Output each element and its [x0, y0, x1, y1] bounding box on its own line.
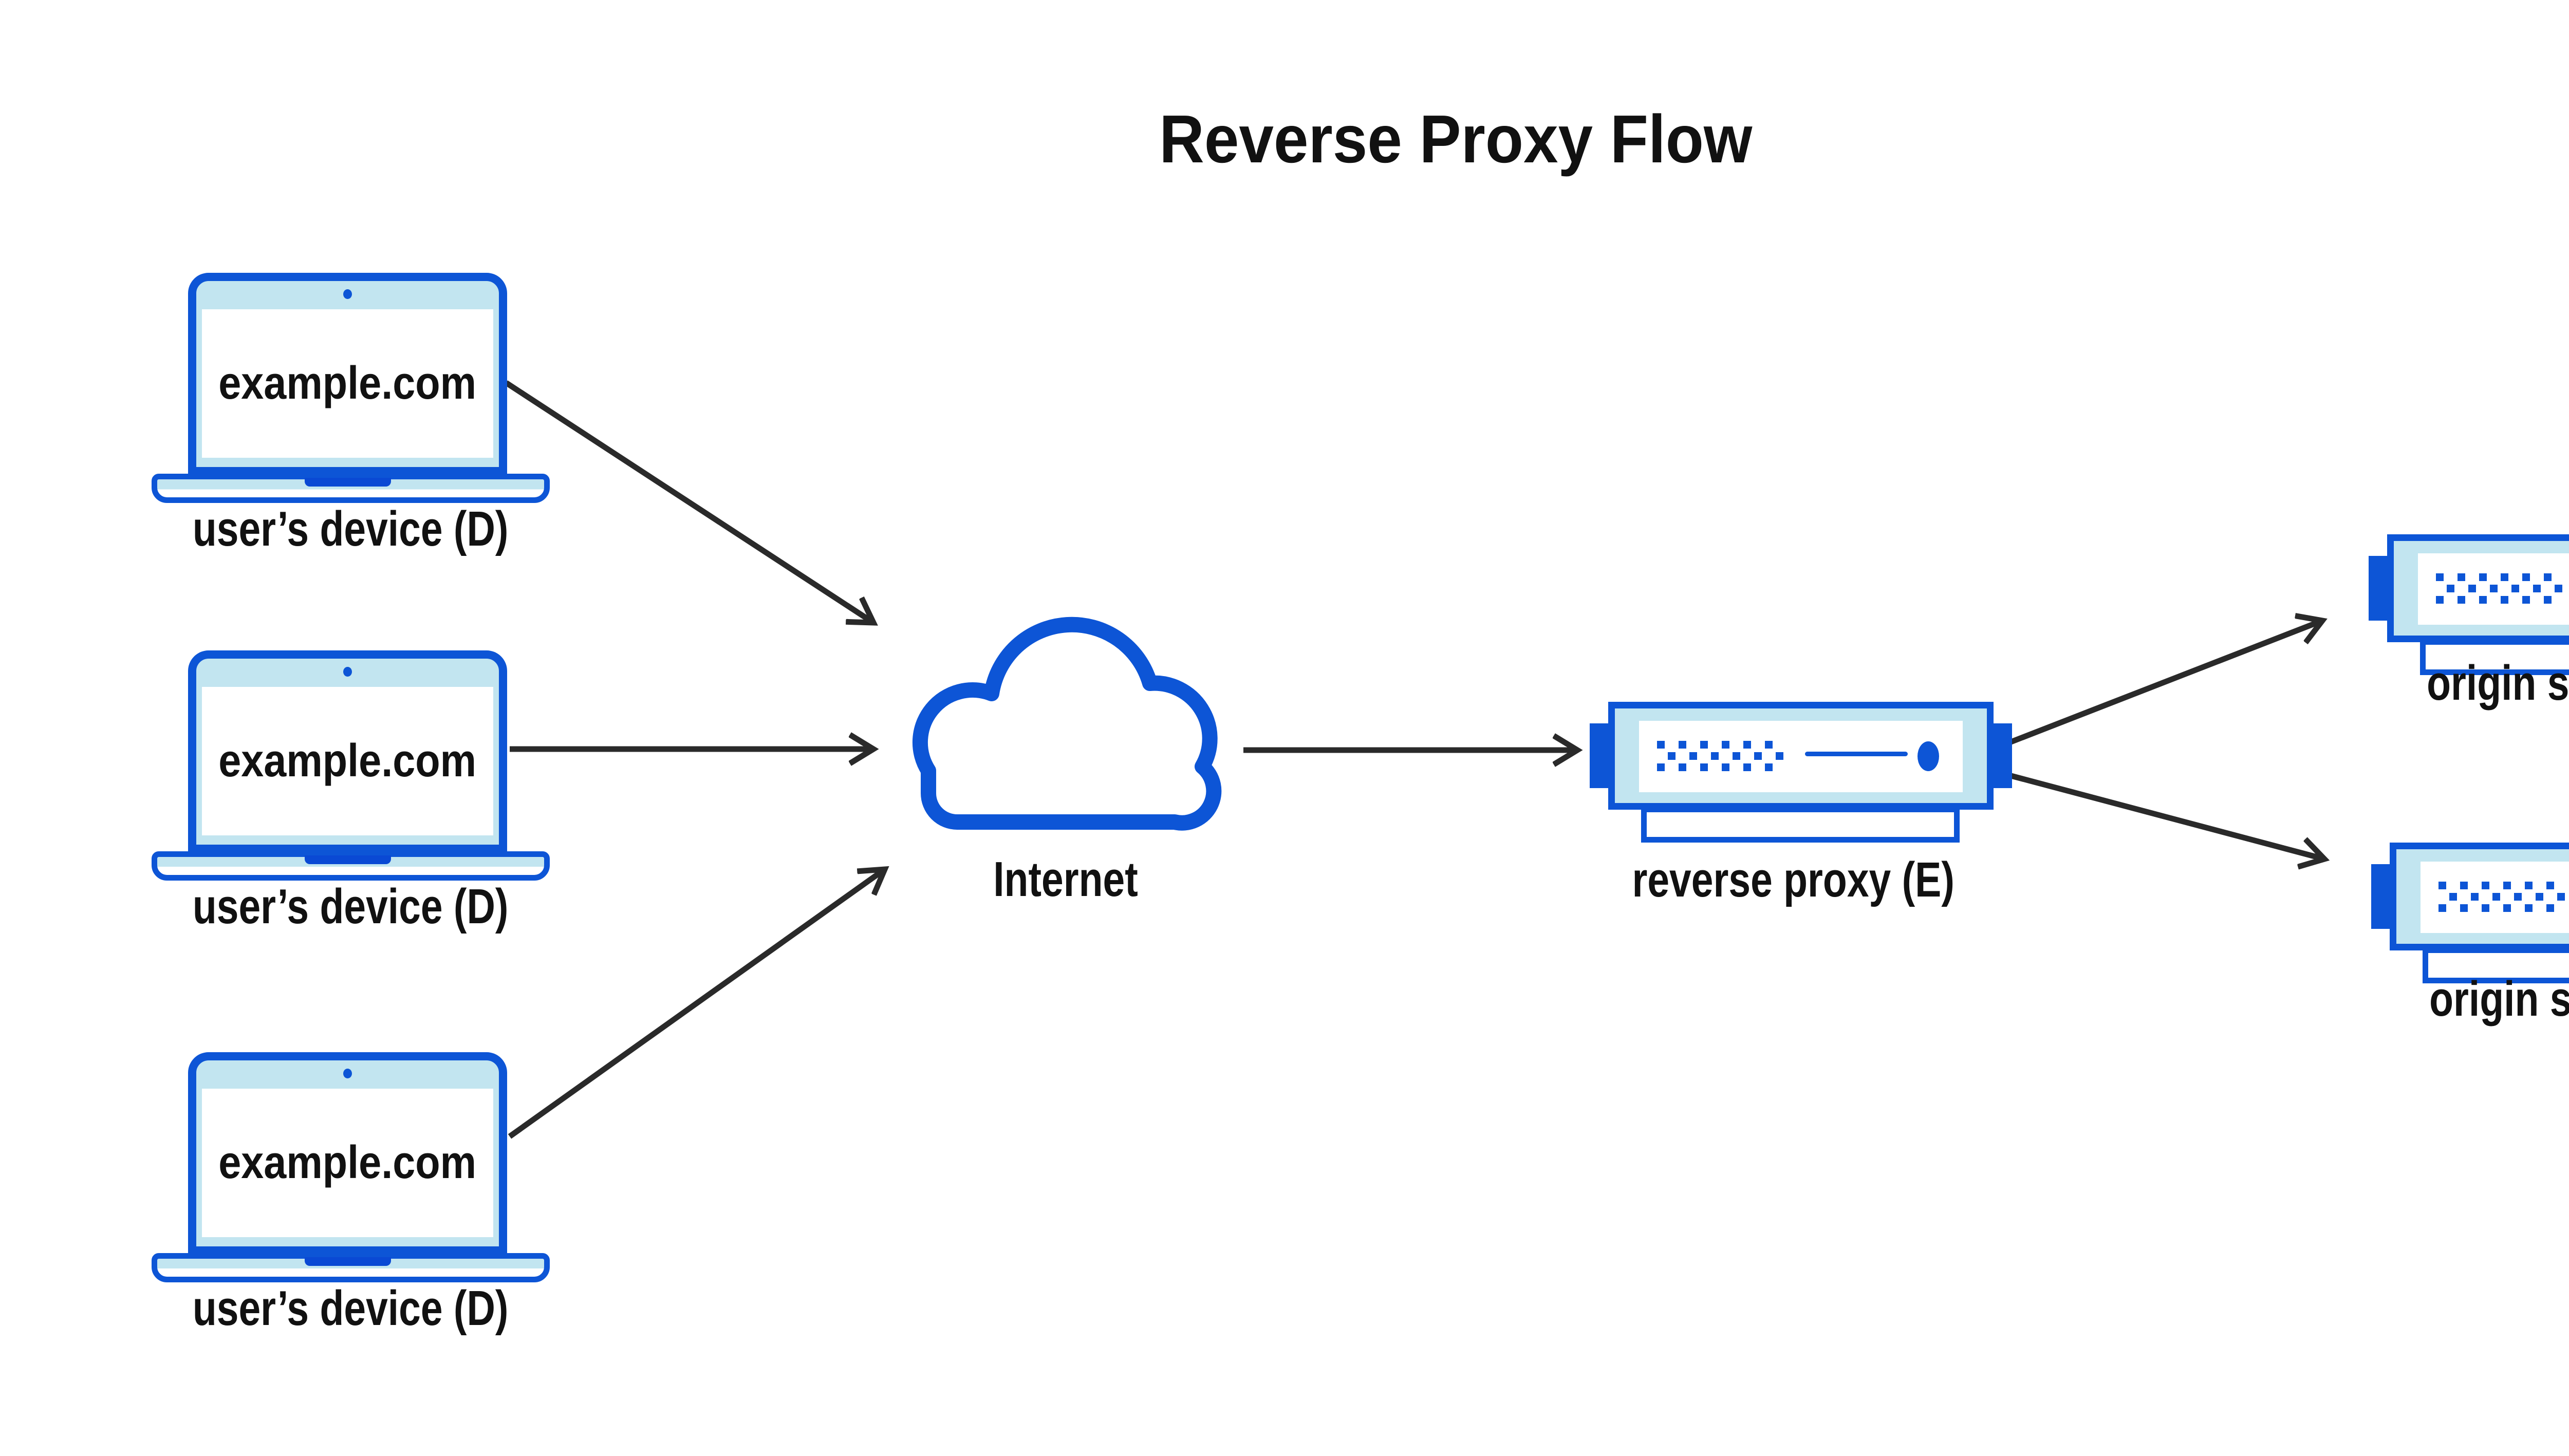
- device-label: user’s device (D): [193, 1281, 509, 1336]
- user-device-1: example.com user’s device (D): [152, 273, 550, 591]
- user-device-2: example.com user’s device (D): [152, 650, 550, 969]
- internet-label: Internet: [993, 852, 1138, 907]
- device-label: user’s device (D): [193, 879, 509, 934]
- server-panel-face: [2418, 553, 2569, 625]
- screen-url-label: example.com: [218, 1137, 477, 1188]
- arrow-proxy-to-origin2: [2010, 773, 2324, 859]
- laptop-screen: example.com: [202, 1089, 493, 1237]
- device-label: user’s device (D): [193, 501, 509, 556]
- screen-url-label: example.com: [218, 735, 477, 787]
- webcam-dot-icon: [343, 1069, 352, 1078]
- webcam-dot-icon: [343, 667, 352, 677]
- server-dots-icon: [2438, 882, 2565, 912]
- reverse-proxy-label: reverse proxy (E): [1632, 852, 1954, 907]
- server-flange-left: [2371, 864, 2393, 929]
- arrow-device3-to-internet: [508, 869, 885, 1139]
- server-tray: [1641, 807, 1960, 843]
- laptop-base-notch: [305, 1257, 391, 1266]
- server-front-panel: [2387, 534, 2569, 642]
- origin-server-2-icon: [2371, 843, 2569, 992]
- user-device-3: example.com user’s device (D): [152, 1052, 550, 1371]
- laptop-base-notch: [305, 478, 391, 487]
- screen-url-label: example.com: [218, 358, 477, 409]
- laptop-base-notch: [305, 855, 391, 864]
- laptop-screen: example.com: [202, 687, 493, 835]
- laptop-base: [152, 474, 550, 503]
- laptop-screen: example.com: [202, 309, 493, 458]
- server-flange-left: [1590, 723, 1611, 788]
- server-panel-face: [2421, 862, 2569, 933]
- origin-server-1-icon: [2369, 534, 2569, 683]
- reverse-proxy-icon: [1590, 702, 2012, 851]
- server-panel-face: [1639, 721, 1963, 792]
- laptop-icon: example.com: [188, 650, 507, 853]
- origin-server-1-label: origin server (F): [2426, 656, 2569, 711]
- server-dots-icon: [1657, 741, 1783, 771]
- server-front-panel: [1608, 702, 1994, 810]
- server-flange-right: [1990, 723, 2012, 788]
- internet-cloud-icon: [912, 617, 1222, 831]
- webcam-dot-icon: [343, 289, 352, 299]
- arrow-proxy-to-origin1: [2010, 621, 2322, 745]
- origin-server-2-label: origin server (F): [2429, 972, 2569, 1026]
- server-front-panel: [2390, 843, 2569, 950]
- server-flange-left: [2369, 556, 2390, 621]
- laptop-base: [152, 1253, 550, 1282]
- server-slot-line: [1805, 752, 1908, 756]
- diagram-title: Reverse Proxy Flow: [942, 102, 1969, 176]
- server-dots-icon: [2436, 573, 2562, 604]
- diagram-title-text: Reverse Proxy Flow: [1159, 101, 1753, 177]
- laptop-icon: example.com: [188, 1052, 507, 1255]
- server-led-icon: [1918, 741, 1939, 771]
- laptop-icon: example.com: [188, 273, 507, 475]
- arrow-device1-to-internet: [504, 380, 873, 623]
- laptop-base: [152, 851, 550, 881]
